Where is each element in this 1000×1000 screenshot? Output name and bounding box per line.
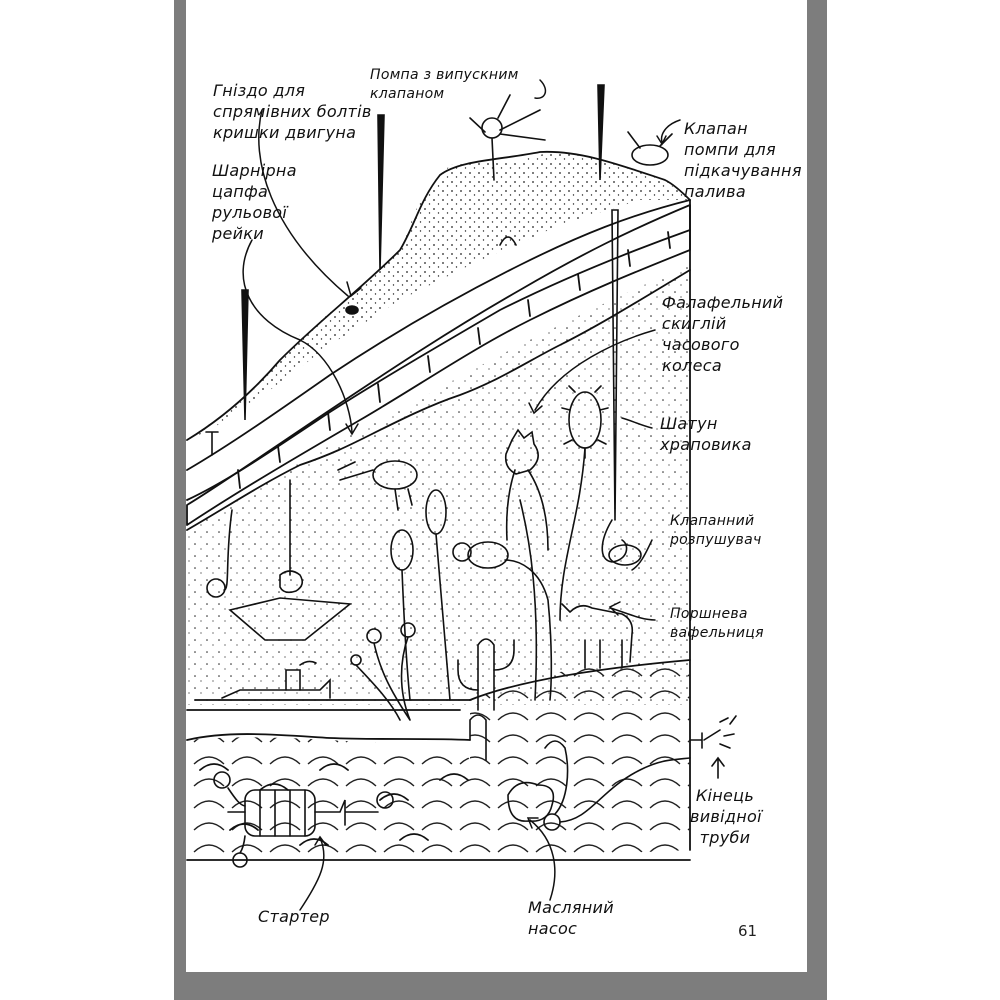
- label-pump-valve: Помпа з випускним клапаном: [370, 67, 519, 102]
- label-bolt-nest: Гніздо для спрямівних болтів кришки двиг…: [213, 81, 372, 142]
- creatures: [205, 94, 737, 868]
- leader-lines: [242, 79, 681, 911]
- label-hinge-pin: Шарнірна цапфа рульової рейки: [212, 161, 297, 243]
- label-falafel-fragment: Фалафельний скиглій часового колеса: [662, 293, 784, 375]
- label-starter: Стартер: [258, 907, 330, 926]
- label-oil-pump: Масляний насос: [528, 898, 614, 938]
- label-valve-spreader: Клапанний розпушувач: [670, 513, 762, 548]
- page-frame-right: [807, 0, 827, 1000]
- page-number: 61: [738, 922, 758, 940]
- label-exhaust-end: Кінець вивідної труби: [690, 786, 762, 847]
- label-piston-waffle: Поршнева вафельниця: [670, 606, 764, 641]
- page-frame-left: [174, 0, 186, 1000]
- label-fuel-pump-valve: Клапан помпи для підкачування палива: [684, 119, 802, 201]
- page-frame-bottom: [174, 972, 827, 1000]
- label-ratchet-rod: Шатун храповика: [660, 414, 752, 454]
- spikes: [241, 84, 619, 521]
